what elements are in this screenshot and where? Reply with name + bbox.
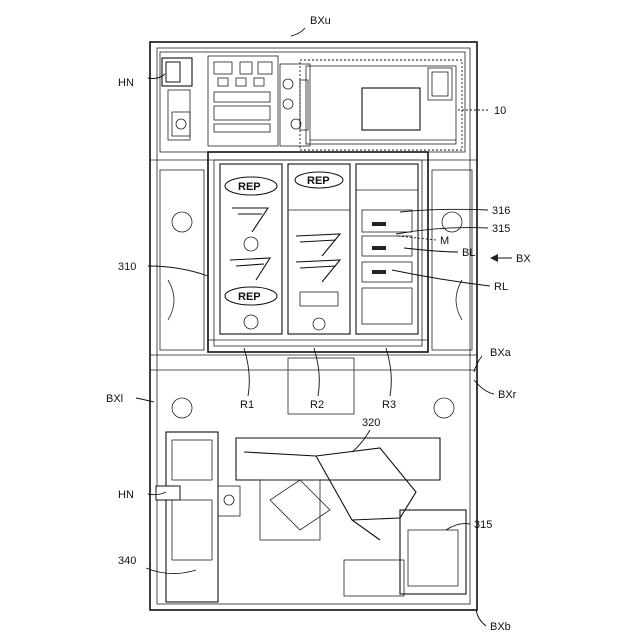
label-m: M	[440, 235, 449, 247]
label-bxl: BXl	[106, 393, 123, 405]
label-hn-top: HN	[118, 77, 134, 89]
label-340: 340	[118, 555, 136, 567]
reel-symbol-rep-3: REP	[307, 175, 330, 187]
reel-r2: REP	[288, 164, 350, 334]
box-315-bottom	[400, 510, 466, 594]
label-bxu: BXu	[310, 15, 331, 27]
label-315-top: 315	[492, 223, 510, 235]
label-hn-bottom: HN	[118, 489, 134, 501]
bx-arrow	[490, 254, 512, 262]
label-320: 320	[362, 417, 380, 429]
label-bl: BL	[462, 247, 475, 259]
label-bxa: BXa	[490, 347, 512, 359]
reel-symbol-rep-1: REP	[238, 181, 261, 193]
label-315-bottom: 315	[474, 519, 492, 531]
label-bx: BX	[516, 253, 531, 265]
side-panels	[160, 170, 472, 418]
label-r2: R2	[310, 399, 324, 411]
unit-340	[156, 432, 240, 602]
reel-r1: REP REP	[220, 164, 282, 334]
hopper-320	[236, 438, 440, 596]
upper-board-area	[160, 52, 465, 152]
label-r1: R1	[240, 399, 254, 411]
label-r3: R3	[382, 399, 396, 411]
label-310: 310	[118, 261, 136, 273]
label-rl: RL	[494, 281, 508, 293]
reel-r3	[356, 164, 418, 334]
reel-symbol-rep-2: REP	[238, 291, 261, 303]
label-10: 10	[494, 105, 506, 117]
label-bxb: BXb	[490, 621, 511, 633]
label-bxr: BXr	[498, 389, 517, 401]
label-316: 316	[492, 205, 510, 217]
